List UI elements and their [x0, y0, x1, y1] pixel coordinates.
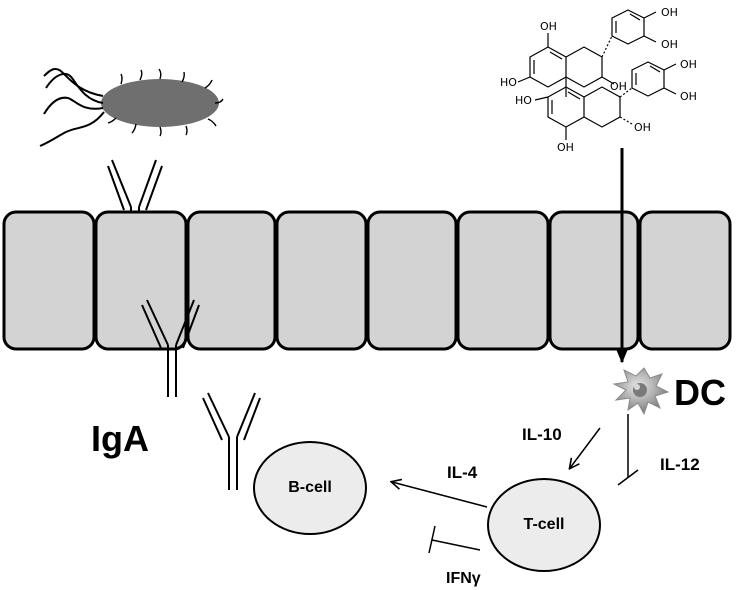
ifng-inhibition — [428, 525, 481, 554]
b-cell: B-cell — [253, 441, 367, 535]
molecule-label: OH — [634, 121, 651, 134]
epithelial-cell — [275, 210, 368, 351]
molecule-label: OH — [680, 90, 697, 103]
dc-label: DC — [674, 372, 726, 413]
il4-label: IL-4 — [447, 463, 478, 482]
il10-label: IL-10 — [522, 425, 562, 444]
epithelial-cell — [94, 210, 188, 351]
t-cell-body — [487, 478, 601, 572]
iga-label: IgA — [91, 418, 149, 459]
il12-label: IL-12 — [660, 455, 700, 474]
molecule-label: HO — [500, 76, 517, 89]
bacterium-body — [101, 79, 219, 127]
il12-inhibition — [617, 414, 639, 486]
t-cell-label: T-cell — [524, 516, 565, 533]
epithelial-cell — [638, 210, 732, 351]
iga-antibody-free — [202, 392, 261, 490]
molecule-label: OH — [610, 80, 627, 93]
iga-antibody-transcytosis — [141, 299, 200, 397]
procyanidin-molecule — [517, 9, 677, 140]
bacterium — [39, 68, 224, 147]
molecule-label: OH — [680, 58, 697, 71]
b-cell-label: B-cell — [288, 479, 332, 496]
epithelial-cell — [456, 210, 550, 351]
molecule-label: OH — [540, 20, 557, 33]
epithelial-cell — [366, 210, 458, 351]
t-cell: T-cell — [487, 478, 601, 572]
bacterium-flagella — [39, 68, 105, 147]
molecule-label: HO — [515, 94, 532, 107]
epithelial-cell — [548, 210, 640, 351]
molecule-label: OH — [557, 141, 574, 154]
molecule-label: OH — [661, 6, 678, 19]
procyanidin-labels: OH OH OH HO OH OH OH HO OH OH — [500, 6, 697, 154]
dendritic-cell — [612, 367, 670, 416]
ifng-label: IFNγ — [446, 570, 481, 587]
il10-arrow — [570, 427, 601, 468]
epithelial-cell — [186, 210, 277, 351]
il4-arrow — [392, 482, 488, 508]
epithelial-cell — [2, 210, 96, 351]
epithelial-layer — [2, 210, 732, 351]
molecule-label: OH — [661, 38, 678, 51]
b-cell-body — [253, 441, 367, 535]
bacterium-pili — [107, 68, 224, 137]
